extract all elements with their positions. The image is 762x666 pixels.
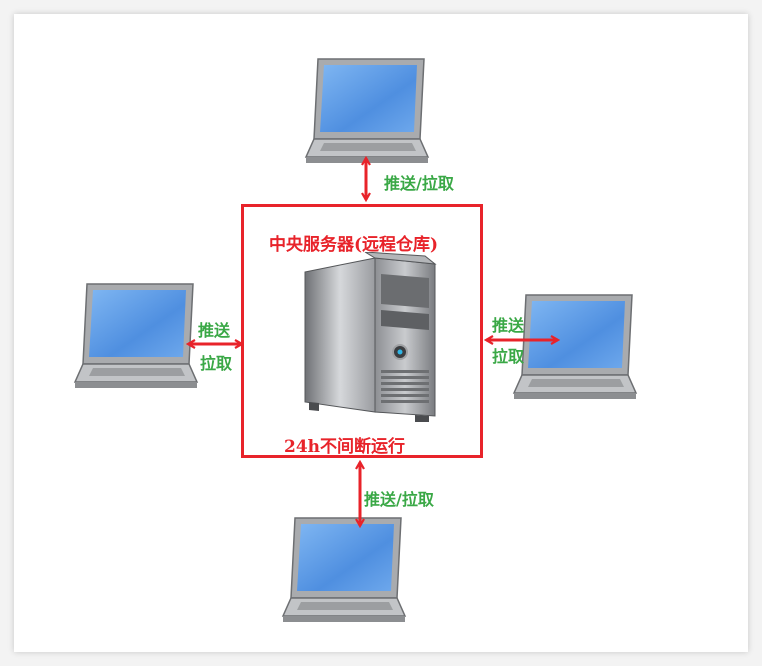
right-pull-label: 拉取 [492,347,525,366]
bottom-sync-label: 推送/拉取 [364,490,434,509]
right-push-label: 推送 [492,316,525,335]
server-tower-icon [304,252,437,422]
left-pull-label: 拉取 [200,354,233,373]
left-push-label: 推送 [198,321,231,340]
top-sync-label: 推送/拉取 [384,174,454,193]
central-server-box [241,204,483,458]
server-title: 中央服务器(远程仓库) [269,235,439,255]
server-status: 24h不间断运行 [284,437,406,457]
